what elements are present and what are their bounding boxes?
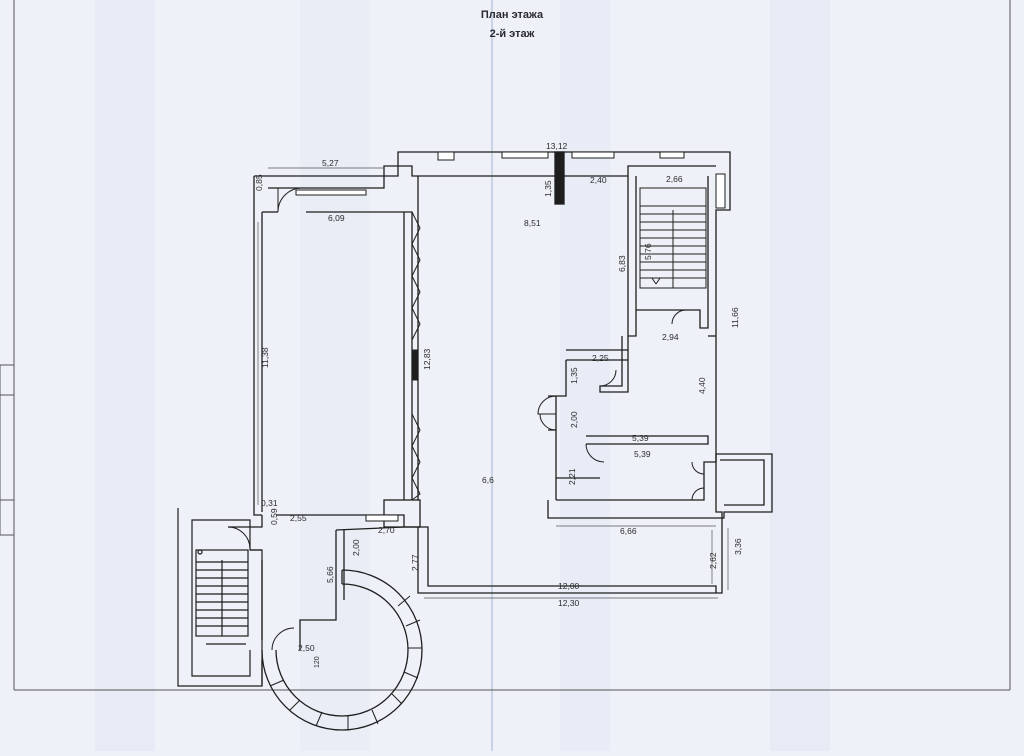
- dim-2-70: 2,70: [378, 525, 395, 535]
- dim-12-30: 12,30: [558, 598, 580, 608]
- dim-5-39-a: 5,39: [632, 433, 649, 443]
- stair-right: [639, 187, 707, 289]
- dim-2-55: 2,55: [290, 513, 307, 523]
- dim-5-66: 5,66: [325, 566, 335, 583]
- dim-4-40: 4,40: [697, 377, 707, 394]
- dim-12-83: 12,83: [422, 348, 432, 370]
- dim-2-62: 2,62: [708, 552, 718, 569]
- dim-120: 120: [314, 656, 321, 668]
- exterior-walls: [253, 151, 773, 594]
- dim-11-38: 11,38: [260, 347, 270, 368]
- glass-partition: [411, 211, 421, 501]
- dim-2-25: 2,25: [592, 353, 609, 363]
- dim-6-66: 6,66: [620, 526, 637, 536]
- dim-2-00-left: 2,00: [351, 539, 361, 556]
- dim-5-27: 5,27: [322, 158, 339, 168]
- plan-subtitle: 2-й этаж: [489, 28, 535, 40]
- stair-left: [177, 508, 263, 687]
- dim-2-50: 2,50: [298, 643, 315, 653]
- dim-1-35-mid: 1,35: [569, 367, 579, 384]
- dim-5-39-b: 5,39: [634, 449, 651, 459]
- dim-11-66: 11,66: [730, 307, 740, 328]
- dim-12-00: 12,00: [558, 581, 580, 591]
- dim-5-76: 5,76: [643, 243, 653, 260]
- dim-0-59: 0,59: [269, 508, 279, 525]
- lobby-walls: [228, 515, 405, 686]
- top-windows: [295, 151, 726, 522]
- dim-8-51: 8,51: [524, 218, 541, 228]
- plan-title: План этажа: [480, 9, 544, 21]
- dim-6-09: 6,09: [328, 213, 345, 223]
- dim-2-94: 2,94: [662, 332, 679, 342]
- dimension-labels: 13,12 5,27 0,85 6,09 1,35 2,40 2,66 8,51…: [254, 141, 743, 668]
- dim-2-77: 2,77: [410, 554, 420, 571]
- dim-2-00-mid: 2,00: [569, 411, 579, 428]
- dim-0-85: 0,85: [254, 174, 264, 191]
- dim-2-21: 2,21: [567, 468, 577, 485]
- dim-0-31: 0,31: [261, 498, 278, 508]
- dim-6-83: 6,83: [617, 255, 627, 272]
- dimension-lines: [257, 167, 729, 599]
- dim-2-66: 2,66: [666, 174, 683, 184]
- dim-3-36: 3,36: [733, 538, 743, 555]
- dim-1-35-top: 1,35: [543, 180, 553, 197]
- round-tower: [261, 569, 423, 731]
- dim-13-12: 13,12: [546, 141, 568, 151]
- dim-2-40: 2,40: [590, 175, 607, 185]
- dim-6-6: 6,6: [482, 475, 494, 485]
